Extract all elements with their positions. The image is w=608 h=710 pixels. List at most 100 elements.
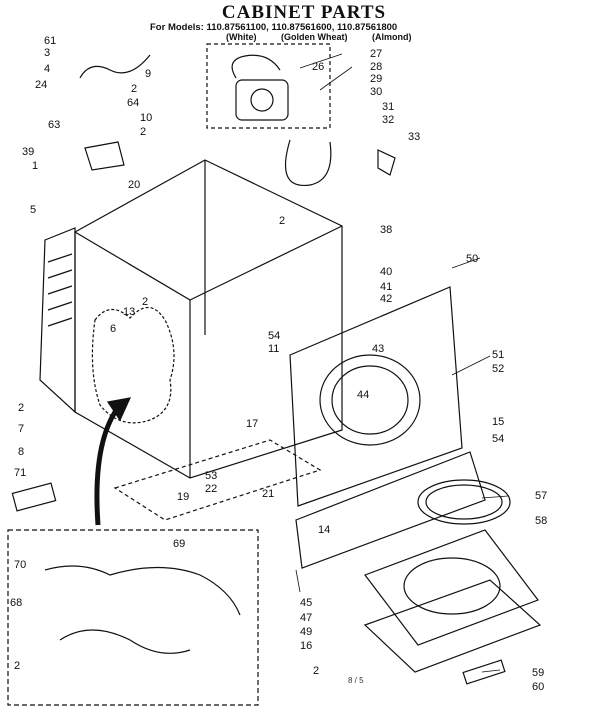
motor-wires xyxy=(231,54,281,79)
callout-38: 38 xyxy=(380,224,392,236)
power-cord xyxy=(79,54,151,79)
callout-24: 24 xyxy=(35,79,47,91)
line-art xyxy=(7,43,542,706)
callout-52: 52 xyxy=(492,363,504,375)
motor xyxy=(235,79,289,121)
cabinet-body xyxy=(74,159,343,479)
callout-19: 19 xyxy=(177,491,189,503)
gasket-ring xyxy=(417,479,511,525)
callout-20: 20 xyxy=(128,179,140,191)
callout-2g: 2 xyxy=(313,665,319,677)
callout-71: 71 xyxy=(14,467,26,479)
callout-2d: 2 xyxy=(142,296,148,308)
callout-27: 27 xyxy=(370,48,382,60)
callout-6: 6 xyxy=(110,323,116,335)
door-porthole xyxy=(319,354,421,446)
callout-3: 3 xyxy=(44,47,50,59)
callout-50: 50 xyxy=(466,253,478,265)
callout-58: 58 xyxy=(535,515,547,527)
callout-69: 69 xyxy=(173,538,185,550)
callout-54a: 54 xyxy=(268,330,280,342)
callout-61: 61 xyxy=(44,35,56,47)
callout-22: 22 xyxy=(205,483,217,495)
callout-13: 13 xyxy=(123,306,135,318)
callout-2f: 2 xyxy=(14,660,20,672)
models-line: For Models: 110.87561100, 110.87561600, … xyxy=(150,22,398,33)
callout-17: 17 xyxy=(246,418,258,430)
page-title: CABINET PARTS xyxy=(221,2,387,23)
filter-71 xyxy=(11,482,57,512)
callout-53: 53 xyxy=(205,470,217,482)
bracket-1 xyxy=(84,141,125,171)
cutaway-edge xyxy=(91,306,175,424)
callout-54b: 54 xyxy=(492,433,504,445)
callout-16: 16 xyxy=(300,640,312,652)
callout-47: 47 xyxy=(300,612,312,624)
callout-45: 45 xyxy=(300,597,312,609)
callout-39: 39 xyxy=(22,146,34,158)
callout-8: 8 xyxy=(18,446,24,458)
callout-63: 63 xyxy=(48,119,60,131)
callout-68: 68 xyxy=(10,597,22,609)
floor-dashed xyxy=(113,439,322,521)
callout-4: 4 xyxy=(44,63,50,75)
callout-70: 70 xyxy=(14,559,26,571)
callout-42: 42 xyxy=(380,293,392,305)
callout-51: 51 xyxy=(492,349,504,361)
wiring-harness xyxy=(44,565,241,654)
callout-30: 30 xyxy=(370,86,382,98)
callout-2a: 2 xyxy=(131,83,137,95)
page-mark: 8 / 5 xyxy=(348,676,364,685)
callout-31: 31 xyxy=(382,101,394,113)
wiring-callout-box xyxy=(7,529,259,706)
side-panel xyxy=(39,227,76,414)
callout-2b: 2 xyxy=(140,126,146,138)
callout-44: 44 xyxy=(357,389,369,401)
callout-arrow xyxy=(94,403,122,526)
door-inner-plate xyxy=(363,579,542,673)
door-porthole-inner xyxy=(331,365,409,435)
callout-1: 1 xyxy=(32,160,38,172)
callout-arrowhead xyxy=(106,397,132,422)
variant-white: (White) xyxy=(226,32,257,42)
callout-60: 60 xyxy=(532,681,544,693)
callout-29: 29 xyxy=(370,73,382,85)
callout-28: 28 xyxy=(370,61,382,73)
callout-33: 33 xyxy=(408,131,420,143)
callout-15: 15 xyxy=(492,416,504,428)
callout-49: 49 xyxy=(300,626,312,638)
callout-64: 64 xyxy=(127,97,139,109)
callout-26: 26 xyxy=(312,61,324,73)
callout-32: 32 xyxy=(382,114,394,126)
callout-2c: 2 xyxy=(279,215,285,227)
callout-7: 7 xyxy=(18,423,24,435)
callout-57: 57 xyxy=(535,490,547,502)
gasket-ring-inner xyxy=(425,484,503,520)
variant-golden-wheat: (Golden Wheat) xyxy=(281,32,348,42)
callout-41: 41 xyxy=(380,281,392,293)
callout-10: 10 xyxy=(140,112,152,124)
callout-14: 14 xyxy=(318,524,330,536)
callout-40: 40 xyxy=(380,266,392,278)
callout-labels: 61 3 4 24 63 9 2 64 10 2 39 1 20 26 27 2… xyxy=(10,35,547,693)
door-panel xyxy=(289,286,463,507)
toe-panel xyxy=(295,451,486,569)
motor-hub xyxy=(250,88,274,112)
callout-11: 11 xyxy=(268,343,279,355)
side-panel-louvers xyxy=(47,253,73,327)
variant-almond: (Almond) xyxy=(372,32,412,42)
callout-59: 59 xyxy=(532,667,544,679)
belt xyxy=(284,139,332,187)
variant-labels: (White) (Golden Wheat) (Almond) xyxy=(226,32,434,42)
door-window xyxy=(403,557,501,615)
callout-43: 43 xyxy=(372,343,384,355)
leader-lines xyxy=(295,53,509,673)
cabinet-inner-edges xyxy=(74,160,343,478)
callout-21: 21 xyxy=(262,488,274,500)
callout-5: 5 xyxy=(30,204,36,216)
door-handle xyxy=(462,659,506,685)
door-outer-plate xyxy=(364,529,539,646)
callout-2e: 2 xyxy=(18,402,24,414)
hinge-33 xyxy=(377,149,396,176)
